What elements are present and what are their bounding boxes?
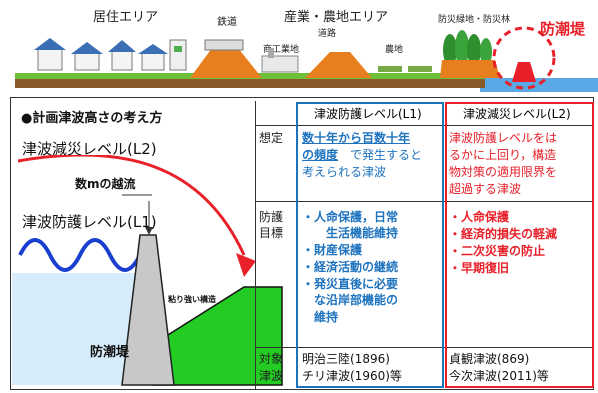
l2-goal-item: ・二次災害の防止	[449, 244, 546, 258]
building-window	[174, 46, 182, 52]
panel-title: ●計画津波高さの考え方	[21, 111, 163, 126]
farmland-label: 農地	[385, 45, 404, 55]
l1-goal-item: ・財産保護	[302, 243, 363, 257]
l1-goal-item: ・経済活動の継続	[302, 260, 399, 274]
l2-assumption-text: 津波防護レベルをは	[449, 131, 558, 145]
field-icon	[378, 66, 402, 72]
row-head-target: 防護	[259, 210, 284, 224]
resilient-structure-label: 粘り強い構造	[168, 295, 216, 304]
train-icon	[204, 39, 244, 51]
l1-goal-item: ・発災直後に必要	[302, 277, 399, 291]
column-header-l1: 津波防護レベル(L1)	[314, 107, 422, 121]
factory-icon	[261, 55, 299, 73]
residential-area-label: 居住エリア	[93, 10, 159, 25]
row-head-target: 目標	[259, 226, 284, 240]
tsunami-wave	[18, 238, 142, 272]
table-row-divider	[255, 347, 594, 348]
land-use-illustration	[15, 26, 598, 92]
row-head-target-tsunami: 津波	[259, 369, 284, 383]
ground-band	[15, 78, 485, 88]
row-head-target-tsunami: 対象	[259, 352, 284, 366]
l2-target-tsunami: 今次津波(2011)等	[449, 369, 549, 383]
l2-goal-item: ・人命保護	[449, 210, 510, 224]
highlight-circle	[492, 26, 556, 90]
l2-goal-item: ・経済的損失の軽減	[449, 227, 558, 241]
l2-assumption-text: るかに上回り，構造	[449, 148, 557, 162]
overflow-label: 数mの越流	[75, 177, 136, 191]
l2-assumption-text: 物対策の適用限界を	[449, 165, 558, 179]
l1-assumption-text: で発生すると	[350, 148, 423, 162]
seawall-body	[121, 234, 175, 386]
building-icon	[169, 39, 187, 71]
seawall-cross-section	[12, 155, 283, 386]
table-row-divider	[255, 125, 594, 126]
seawall-icon	[512, 62, 536, 82]
l1-assumption-text: 考えられる津波	[302, 165, 387, 179]
seawall-section-label: 防潮堤	[90, 345, 130, 360]
disaster-green-label: 防災緑地・防災林	[438, 15, 511, 25]
l2-overflow-arrow	[17, 155, 246, 256]
l2-target-tsunami: 貞観津波(869)	[449, 352, 530, 366]
l1-assumption-emphasis: 数十年から百数十年	[302, 131, 411, 145]
house-icon	[138, 44, 168, 71]
tree-icon	[443, 30, 492, 66]
l1-column-frame	[296, 102, 444, 388]
column-header-l2: 津波減災レベル(L2)	[463, 107, 571, 121]
l2-goal-item: ・早期復旧	[449, 261, 510, 275]
railway-embankment	[190, 48, 262, 78]
l1-goal-item: 生活機能維持	[326, 226, 399, 240]
seawall-title-label: 防潮堤	[540, 20, 586, 38]
table-row-divider	[255, 201, 594, 202]
l1-target-tsunami: 明治三陸(1896)	[302, 352, 390, 366]
road-label: 道路	[318, 29, 337, 39]
sea	[480, 78, 598, 92]
l1-level-label: 津波防護レベル(L1)	[22, 213, 157, 231]
field-icon	[408, 66, 432, 72]
l2-level-label: 津波減災レベル(L2)	[22, 140, 157, 158]
l2-assumption-text: 超過する津波	[449, 182, 522, 196]
commercial-industrial-label: 商工業地	[263, 45, 300, 55]
house-icon	[108, 40, 136, 71]
railway-label: 鉄道	[217, 17, 237, 28]
house-icon	[34, 38, 66, 71]
forest-mound	[440, 60, 500, 78]
arrow-head	[236, 253, 256, 277]
chimney-icon	[268, 48, 274, 58]
house-icon	[71, 42, 103, 71]
l1-goal-item: な沿岸部機能の	[314, 293, 399, 307]
l1-goal-item: ・人命保護，日常	[302, 210, 399, 224]
overflow-arrowhead	[145, 227, 153, 235]
l1-goal-item: 維持	[314, 310, 339, 324]
table-border-left	[255, 101, 256, 389]
road-embankment	[305, 52, 372, 78]
row-head-assumption: 想定	[259, 131, 284, 145]
sea-water	[12, 273, 142, 385]
l1-target-tsunami: チリ津波(1960)等	[302, 369, 402, 383]
industry-agri-area-label: 産業・農地エリア	[284, 10, 389, 25]
l1-assumption-emphasis: の頻度	[302, 148, 339, 162]
l2-column-frame	[445, 102, 594, 388]
